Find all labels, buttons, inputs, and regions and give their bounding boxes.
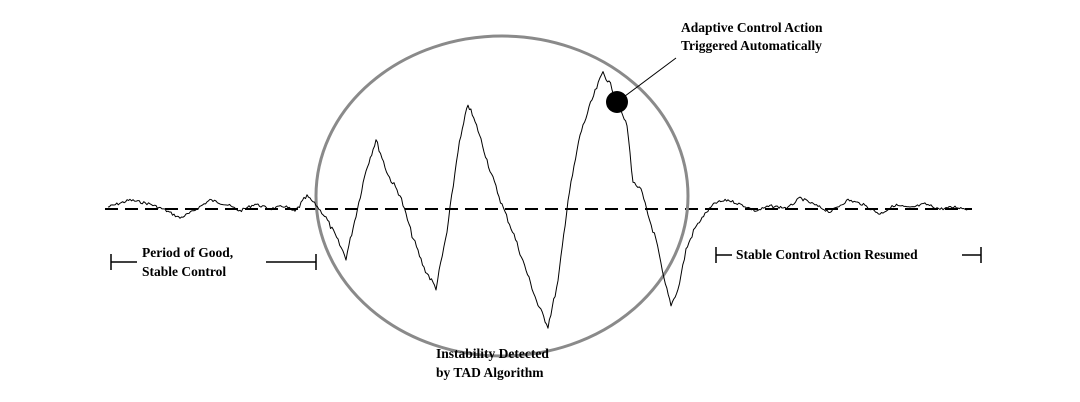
good-control-label-line2: Stable Control [142,264,226,279]
adaptive-action-label-line1: Adaptive Control Action [681,20,823,35]
adaptive-action-marker [606,91,628,113]
instability-detected-label-line1: Instability Detected [436,346,549,361]
instability-ellipse [314,34,690,358]
process-signal-line [107,71,969,329]
action-leader-line [616,57,677,103]
good-control-label-line1: Period of Good, [142,245,233,260]
good-control-bracket [110,254,317,270]
resumed-control-bracket [715,247,982,263]
instability-detected-label-line2: by TAD Algorithm [436,365,544,380]
resumed-control-label: Stable Control Action Resumed [736,247,918,262]
adaptive-action-label-line2: Triggered Automatically [681,38,822,53]
